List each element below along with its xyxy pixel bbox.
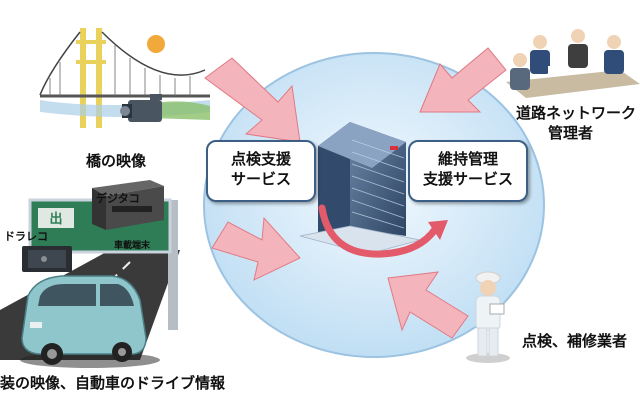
dorareco-label: ドラレコ bbox=[4, 230, 48, 243]
arrow-center-to-road-manager bbox=[419, 47, 507, 113]
inspector-worker-icon bbox=[466, 271, 510, 363]
sign-text: 出 bbox=[49, 211, 62, 227]
sun-icon bbox=[147, 35, 165, 53]
cycle-arrow bbox=[318, 204, 448, 258]
road-manager-label-line1: 道路ネットワーク bbox=[516, 104, 637, 122]
van-icon bbox=[20, 275, 160, 368]
video-camera-icon bbox=[120, 94, 162, 122]
inspection-service-line2: サービス bbox=[230, 170, 291, 188]
drive-recorder-icon bbox=[22, 246, 72, 272]
meeting-people-icon bbox=[506, 29, 640, 98]
inspection-service-line1: 点検支援 bbox=[230, 150, 291, 168]
road-manager-label-line2: 管理者 bbox=[548, 124, 594, 142]
digitaco-label: デジタコ bbox=[96, 192, 140, 205]
digital-tachograph-icon bbox=[92, 180, 164, 230]
bridge-video-label: 橋の映像 bbox=[86, 152, 147, 170]
maintenance-support-service-box: 維持管理 支援サービス bbox=[408, 140, 528, 202]
arrow-vehicle-to-center bbox=[211, 216, 301, 281]
inspector-label: 点検、補修業者 bbox=[522, 332, 628, 350]
onboard-terminal-label: 車載端末 bbox=[114, 241, 151, 251]
arrow-bridge-to-center bbox=[204, 57, 301, 143]
arrow-center-to-inspector bbox=[387, 271, 469, 339]
vehicle-info-label: 装の映像、自動車のドライブ情報 bbox=[0, 374, 226, 392]
maintenance-service-line2: 支援サービス bbox=[422, 170, 513, 188]
maintenance-service-line1: 維持管理 bbox=[437, 150, 498, 168]
inspection-support-service-box: 点検支援 サービス bbox=[206, 140, 316, 202]
